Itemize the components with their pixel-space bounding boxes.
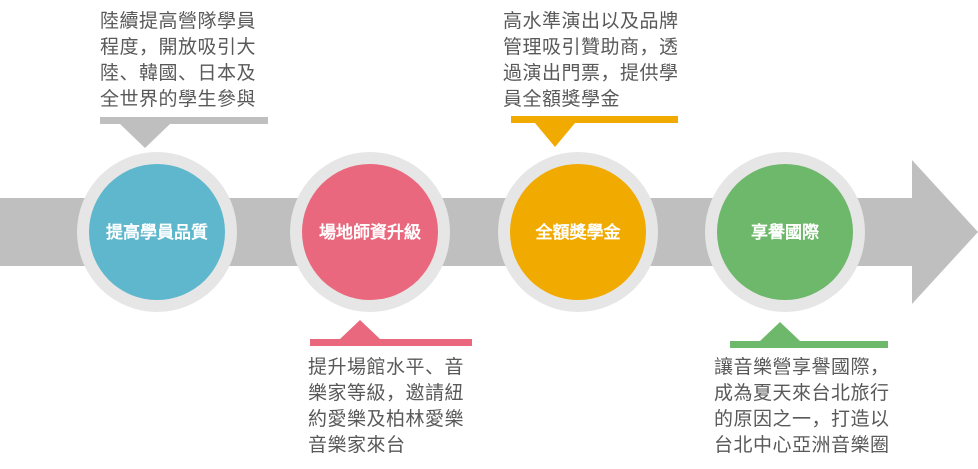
step-4-circle bbox=[717, 164, 853, 300]
step-2: 場地師資升級 bbox=[290, 152, 472, 346]
step-3-description-line: 過演出門票，提供學 bbox=[503, 62, 679, 84]
step-3-description-line: 高水準演出以及品牌 bbox=[503, 10, 679, 32]
step-3-label: 全額獎學金 bbox=[535, 222, 622, 243]
step-3-callout-pointer bbox=[535, 123, 575, 147]
step-4-label: 享譽國際 bbox=[751, 222, 820, 243]
step-2-description-line: 樂家等級，邀請紐 bbox=[308, 382, 465, 404]
step-3-description-line: 管理吸引贊助商，透 bbox=[503, 36, 679, 58]
step-3-circle bbox=[510, 164, 646, 300]
step-1: 提高學員品質 bbox=[77, 117, 268, 312]
step-1-description-line: 陸、韓國、日本及 bbox=[100, 62, 257, 84]
step-1-circle bbox=[89, 164, 225, 300]
step-1-description-line: 程度，開放吸引大 bbox=[100, 36, 257, 58]
step-1-description: 陸續提高營隊學員 程度，開放吸引大 陸、韓國、日本及 全世界的學生參與 bbox=[100, 8, 256, 112]
step-4-description-line: 台北中心亞洲音樂圈 bbox=[714, 434, 890, 456]
step-2-description: 提升場館水平、音 樂家等級，邀請紐 約愛樂及柏林愛樂 音樂家來台 bbox=[308, 354, 464, 458]
step-2-description-line: 提升場館水平、音 bbox=[308, 356, 465, 378]
step-2-callout-bar bbox=[310, 339, 472, 346]
step-4-description: 讓音樂營享譽國際， 成為夏天來台北旅行 的原因之一，打造以 台北中心亞洲音樂圈 bbox=[714, 354, 890, 458]
timeline-arrow bbox=[0, 160, 978, 304]
step-4-callout-bar bbox=[730, 341, 888, 348]
step-4-description-line: 讓音樂營享譽國際， bbox=[714, 356, 890, 378]
step-2-label: 場地師資升級 bbox=[319, 222, 421, 243]
step-4-description-line: 成為夏天來台北旅行 bbox=[714, 382, 890, 404]
steps-layer: 提高學員品質 場地師資升級 全額獎學金 享譽國際 bbox=[77, 116, 888, 348]
step-1-callout-bar bbox=[100, 117, 268, 124]
step-3-description-line: 員全額獎學金 bbox=[503, 88, 621, 110]
step-2-callout-pointer bbox=[340, 320, 380, 339]
step-3: 全額獎學金 bbox=[498, 116, 678, 312]
step-3-callout-bar bbox=[511, 116, 678, 123]
step-1-description-line: 陸續提高營隊學員 bbox=[100, 10, 257, 32]
step-2-description-line: 音樂家來台 bbox=[308, 434, 406, 456]
step-1-label: 提高學員品質 bbox=[106, 222, 208, 243]
step-1-callout-pointer bbox=[120, 124, 170, 148]
step-2-circle bbox=[302, 164, 438, 300]
step-2-description-line: 約愛樂及柏林愛樂 bbox=[308, 408, 465, 430]
step-1-description-line: 全世界的學生參與 bbox=[100, 88, 257, 110]
step-4-callout-pointer bbox=[760, 322, 800, 341]
step-4-description-line: 的原因之一，打造以 bbox=[714, 408, 890, 430]
step-4: 享譽國際 bbox=[705, 152, 888, 348]
step-3-description: 高水準演出以及品牌 管理吸引贊助商，透 過演出門票，提供學 員全額獎學金 bbox=[503, 8, 679, 112]
